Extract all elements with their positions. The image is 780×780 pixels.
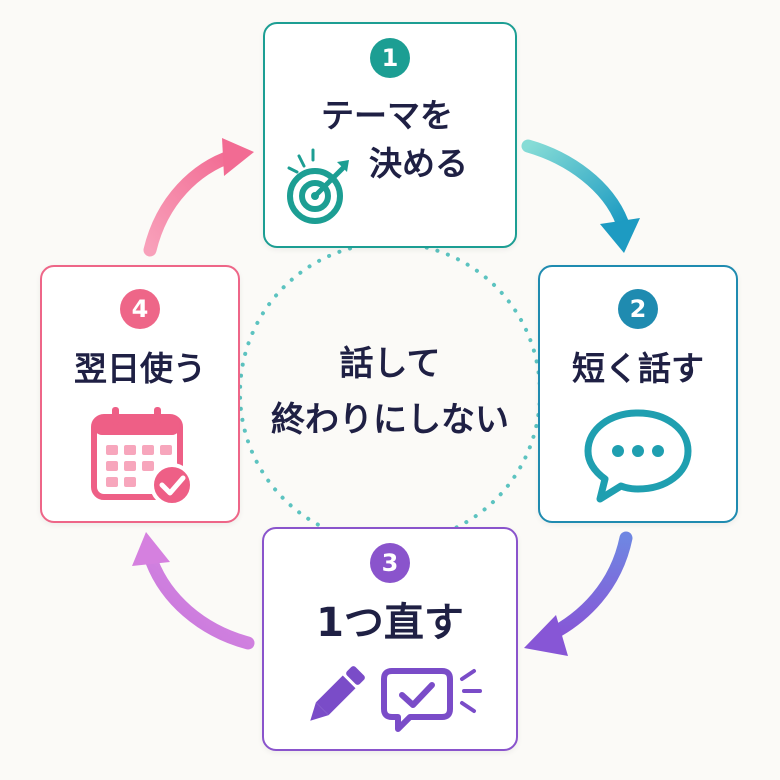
center-title-line1: 話して [339, 344, 441, 384]
center-title-line2: 終わりにしない [271, 400, 509, 440]
step-number-badge: 4 [120, 289, 160, 329]
step-label: 1つ直す [316, 600, 464, 646]
step-card-1: 1 テーマを 決める [263, 22, 517, 248]
arrow-step1-to-step2 [521, 139, 640, 253]
step-label: 短く話す [572, 349, 704, 388]
arrow-step3-to-step4 [132, 532, 255, 650]
step-label: 翌日使う [74, 349, 206, 388]
step-card-4: 4 翌日使う [40, 265, 240, 523]
target-icon [287, 148, 349, 224]
chat-check-icon [381, 668, 482, 732]
step-number-badge: 3 [370, 543, 410, 583]
speech-bubble-icon [584, 409, 692, 503]
pencil-icon [310, 666, 365, 721]
step-number-badge: 2 [618, 289, 658, 329]
step-card-2: 2 短く話す [538, 265, 738, 523]
arrow-step2-to-step3 [524, 531, 633, 656]
step-number-badge: 1 [370, 38, 410, 78]
step-label-line1: テーマを [321, 96, 453, 135]
center-title: 話して 終わりにしない [262, 336, 518, 448]
step-card-3: 3 1つ直す [262, 527, 518, 751]
calendar-check-icon [91, 407, 194, 507]
step-label-line2: 決める [369, 144, 468, 183]
arrow-step4-to-step1 [143, 138, 254, 257]
